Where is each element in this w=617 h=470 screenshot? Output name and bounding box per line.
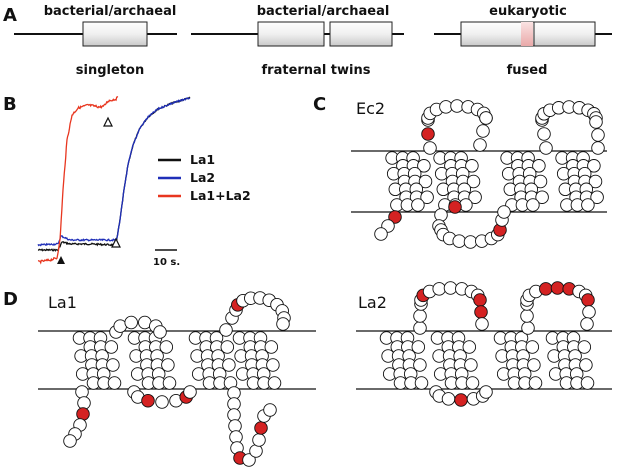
construct-top-label: bacterial/archaeal	[44, 4, 177, 19]
residue-highlighted	[449, 201, 462, 214]
construct-bottom-label: fraternal twins	[262, 63, 371, 78]
legend-label-la2: La2	[190, 170, 215, 185]
residue	[498, 206, 511, 219]
residue	[581, 377, 594, 390]
residue	[125, 316, 138, 329]
residue	[592, 129, 605, 142]
residue	[527, 199, 540, 212]
residue	[451, 100, 464, 113]
residue	[540, 142, 553, 155]
residue-highlighted	[422, 128, 435, 141]
residue	[590, 116, 603, 129]
residue	[521, 310, 534, 323]
panel-c-letter: C	[313, 94, 326, 115]
residue	[220, 324, 233, 337]
residue	[184, 386, 197, 399]
residue	[444, 282, 457, 295]
activity-traces	[38, 97, 190, 263]
residue	[414, 310, 427, 323]
residue	[460, 199, 473, 212]
residue	[466, 377, 479, 390]
residue	[412, 199, 425, 212]
construct-top-label: eukaryotic	[489, 4, 567, 19]
topology-la1	[38, 292, 316, 467]
residue	[464, 236, 477, 249]
residue-highlighted	[540, 283, 553, 296]
residue	[163, 377, 176, 390]
construct-bottom-label: singleton	[76, 63, 144, 78]
topology-ec2	[351, 100, 607, 249]
residue	[264, 404, 277, 417]
residue	[64, 435, 77, 448]
residue	[582, 199, 595, 212]
residue	[442, 393, 455, 406]
residue	[156, 396, 169, 409]
residue-highlighted	[255, 422, 268, 435]
filled-triangle-marker	[57, 256, 65, 264]
protein-name-ec2: Ec2	[356, 99, 385, 118]
residue	[375, 228, 388, 241]
legend-label-la1: La1	[190, 152, 215, 167]
residue	[592, 142, 605, 155]
panel-a-letter: A	[3, 5, 17, 26]
protein-name-la2: La2	[358, 293, 387, 312]
residue	[108, 377, 121, 390]
residue-highlighted	[474, 294, 487, 307]
residue	[474, 139, 487, 152]
residue-highlighted	[455, 394, 468, 407]
residue	[277, 318, 290, 331]
residue	[583, 306, 596, 319]
construct-fraternal-twins: bacterial/archaeal fraternal twins	[191, 4, 404, 78]
residue	[477, 125, 490, 138]
residue	[414, 322, 427, 335]
scale-bar-label: 10 s.	[153, 257, 180, 268]
residue	[76, 386, 89, 399]
construct-bottom-label: fused	[507, 63, 548, 78]
panel-b-letter: B	[3, 94, 17, 115]
legend-label-la1-la2: La1+La2	[190, 188, 251, 203]
residue	[480, 386, 493, 399]
residue	[415, 377, 428, 390]
residue	[440, 101, 453, 114]
residue	[424, 142, 437, 155]
open-triangle-marker	[104, 118, 112, 126]
construct-top-label: bacterial/archaeal	[257, 4, 390, 19]
residue	[435, 209, 448, 222]
residue	[154, 326, 167, 339]
residue-highlighted	[551, 282, 564, 295]
protein-name-la1: La1	[48, 293, 77, 312]
residue	[522, 322, 535, 335]
topology-la2	[356, 282, 612, 407]
legend: La1 La2 La1+La2	[158, 152, 251, 203]
residue	[453, 235, 466, 248]
panel-d-letter: D	[3, 289, 18, 310]
residue-highlighted	[475, 306, 488, 319]
construct-fused: eukaryotic fused	[434, 4, 612, 78]
residue	[433, 283, 446, 296]
residue-highlighted	[142, 394, 155, 407]
residue	[529, 377, 542, 390]
residue	[538, 128, 551, 141]
residue-highlighted	[582, 294, 595, 307]
residue	[480, 112, 493, 125]
residue	[268, 377, 281, 390]
residue	[253, 434, 266, 447]
residue	[581, 318, 594, 331]
residue	[476, 318, 489, 331]
construct-singleton: bacterial/archaeal singleton	[14, 4, 177, 78]
